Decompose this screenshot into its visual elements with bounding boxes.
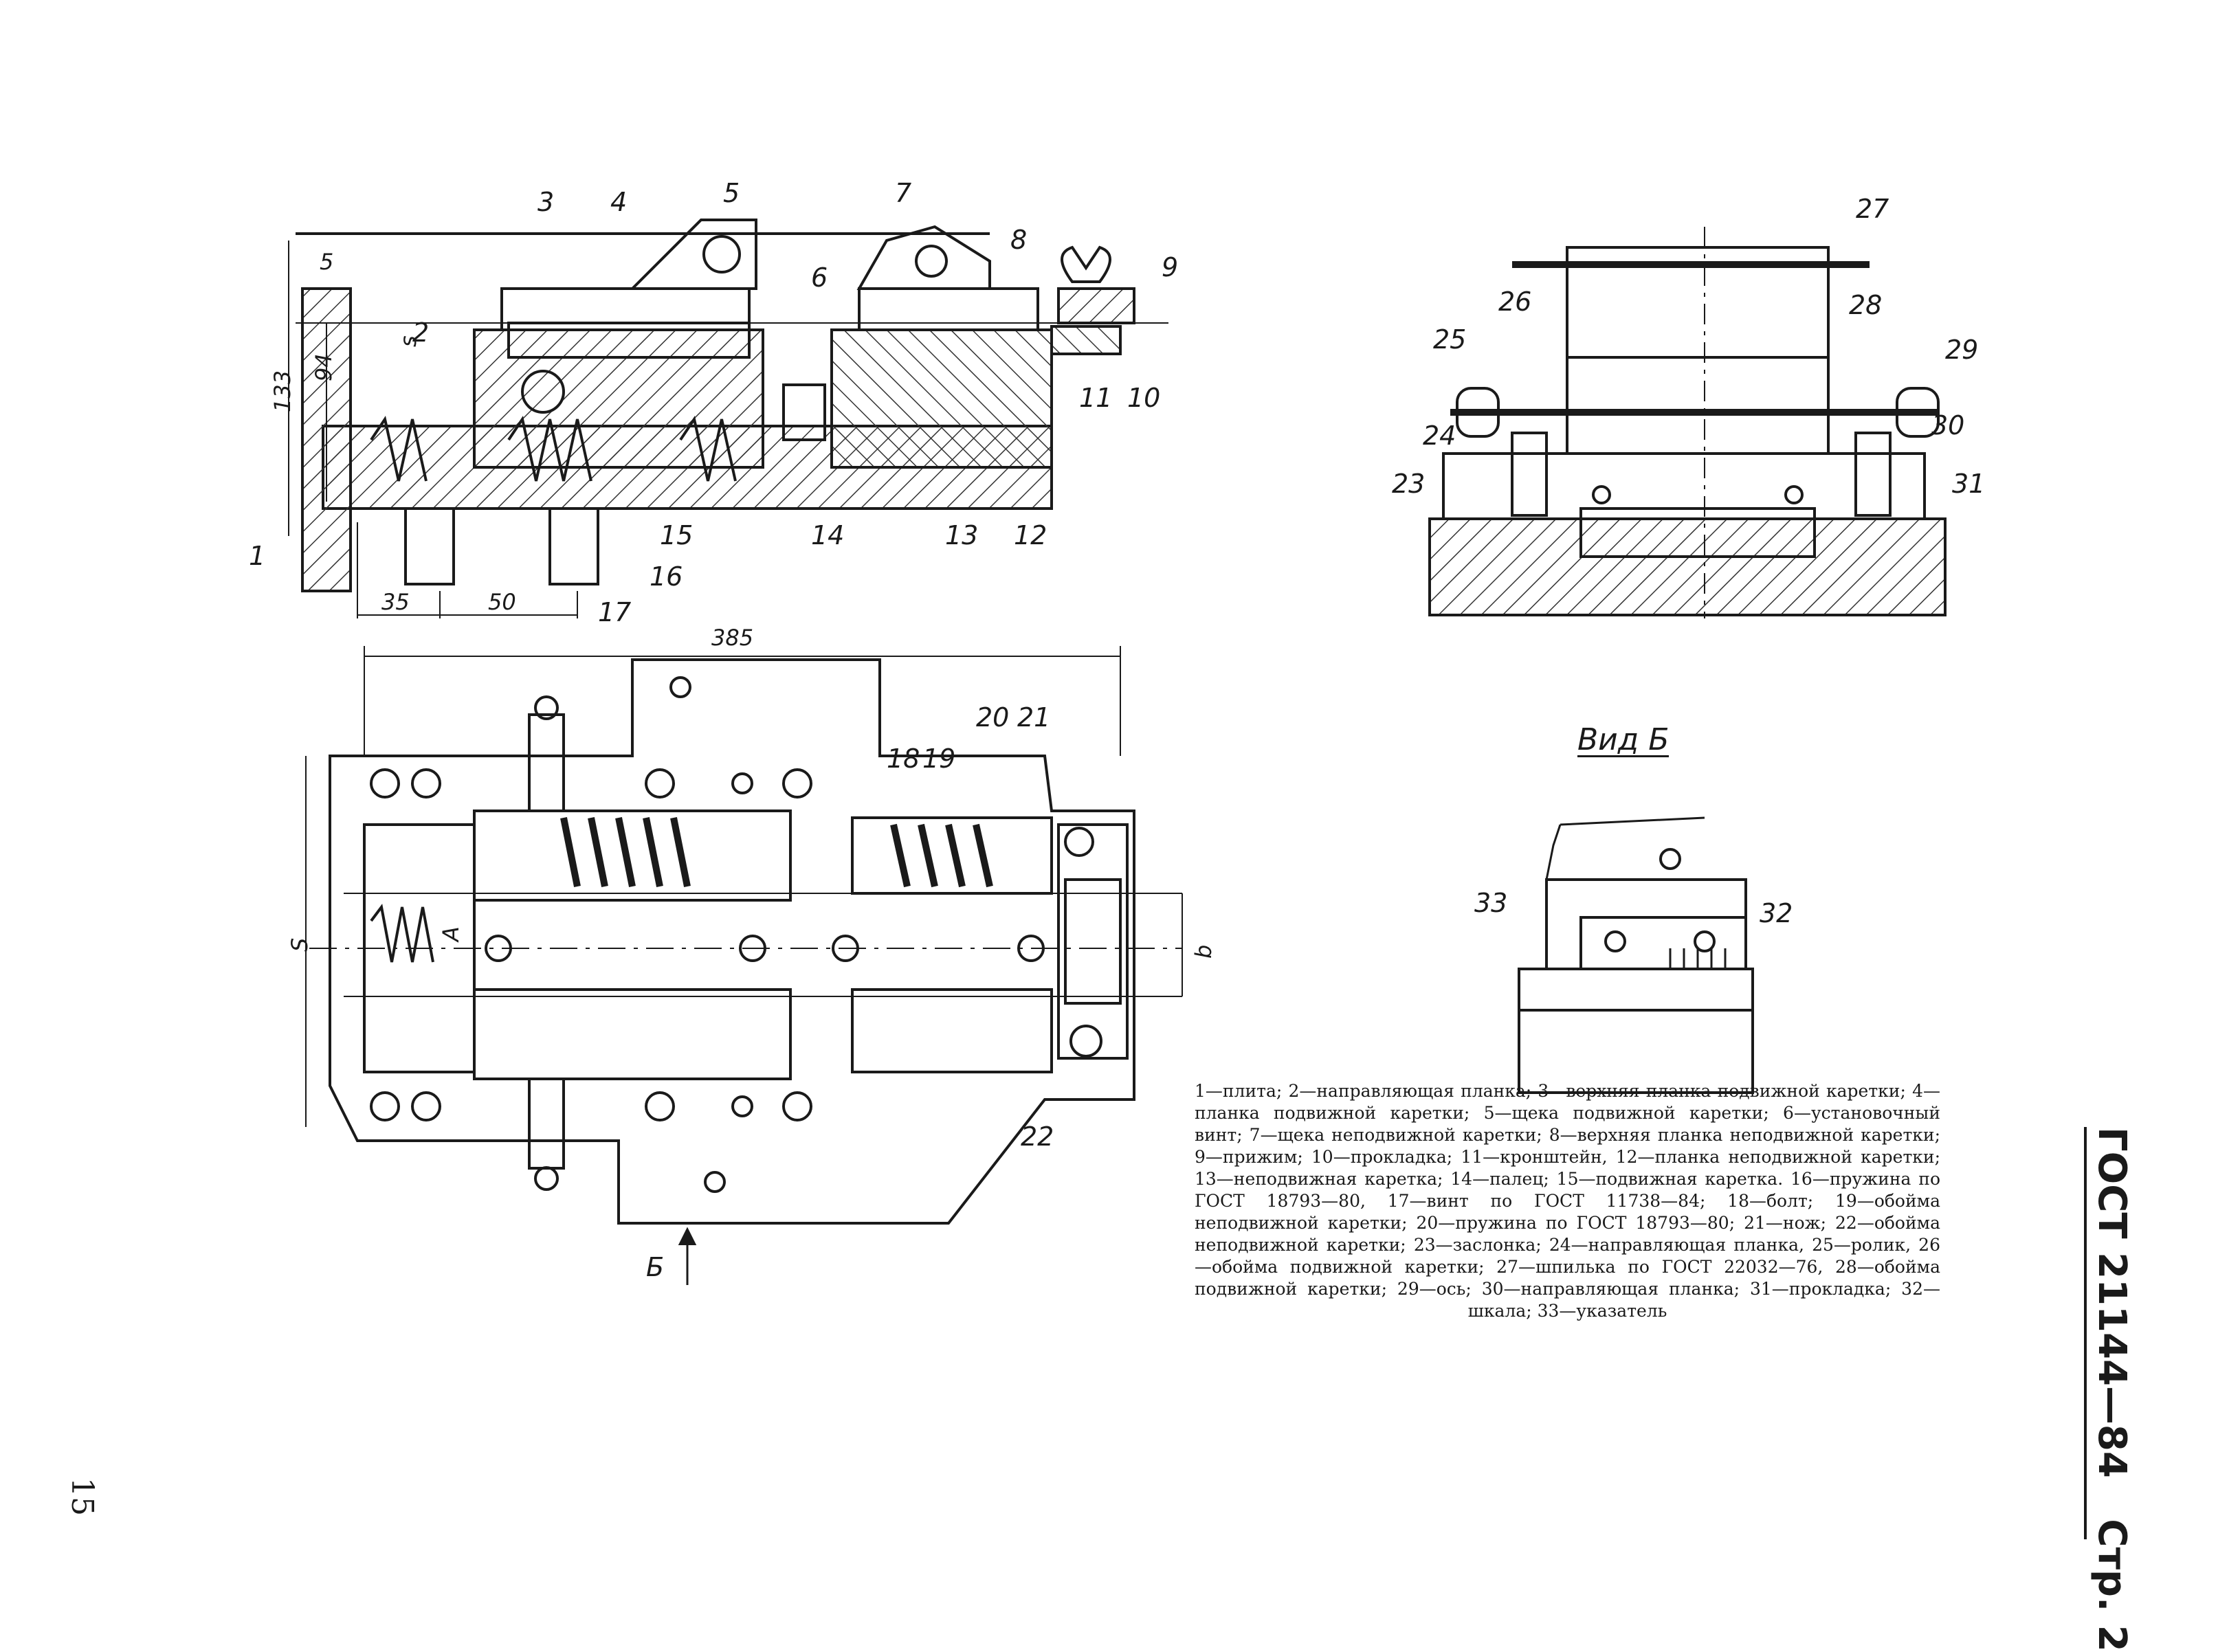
callout-13: 13 (945, 520, 979, 550)
callout-16: 16 (650, 561, 683, 592)
callout-20: 20 (976, 702, 1010, 733)
callout-7: 7 (895, 178, 912, 208)
dimension-94: 94 (311, 353, 337, 381)
side-view (1428, 227, 1947, 618)
standard-number: ГОСТ 21144—84 (2089, 1127, 2134, 1478)
callout-12: 12 (1014, 520, 1047, 550)
callout-9: 9 (1162, 252, 1179, 282)
callout-29: 29 (1945, 335, 1979, 365)
callout-3: 3 (537, 187, 555, 217)
dimension-133: 133 (269, 370, 296, 412)
dimension-35: 35 (381, 589, 410, 615)
callout-18: 18 (887, 744, 920, 774)
page-number: 15 (65, 1477, 100, 1516)
callout-10: 10 (1127, 383, 1161, 413)
dimension-385: 385 (711, 625, 754, 651)
callout-30: 30 (1931, 410, 1965, 440)
plan-view (305, 646, 1183, 1285)
callout-23: 23 (1392, 469, 1426, 499)
callout-8: 8 (1010, 225, 1028, 255)
callout-25: 25 (1433, 324, 1467, 355)
callout-28: 28 (1849, 290, 1883, 320)
callout-26: 26 (1498, 287, 1532, 317)
dimension-b: b (1190, 944, 1217, 959)
dimension-50: 50 (488, 589, 516, 615)
callout-33: 33 (1474, 888, 1508, 918)
callout-5: 5 (723, 178, 740, 208)
section-view-main (288, 219, 1168, 618)
callout-17: 17 (598, 597, 632, 627)
legend-text: 1—плита; 2—направляющая планка; 3—верхня… (1195, 1081, 1940, 1321)
callout-1: 1 (249, 541, 266, 571)
callout-15: 15 (660, 520, 694, 550)
standard-header: ГОСТ 21144—84 Стр. 2 (2084, 1127, 2134, 1652)
dimension-s: s (395, 335, 421, 347)
view-title: Вид Б (1577, 722, 1670, 757)
callout-22: 22 (1021, 1121, 1054, 1152)
callout-6: 6 (811, 263, 828, 293)
callout-14: 14 (811, 520, 845, 550)
section-marker-A: A (438, 926, 464, 941)
dimension-5: 5 (320, 249, 334, 275)
callout-2: 2 (412, 317, 430, 348)
callout-27: 27 (1856, 194, 1889, 224)
callout-11: 11 (1079, 383, 1113, 413)
callout-21: 21 (1017, 702, 1051, 733)
callout-32: 32 (1760, 898, 1793, 928)
dimension-S: S (287, 937, 313, 952)
view-b-detail (1518, 816, 1754, 1094)
callout-19: 19 (922, 744, 956, 774)
page-label: Стр. 2 (2089, 1519, 2134, 1652)
callout-31: 31 (1952, 469, 1986, 499)
callout-4: 4 (610, 187, 628, 217)
view-arrow-B: Б (646, 1252, 665, 1282)
callout-24: 24 (1423, 421, 1456, 451)
